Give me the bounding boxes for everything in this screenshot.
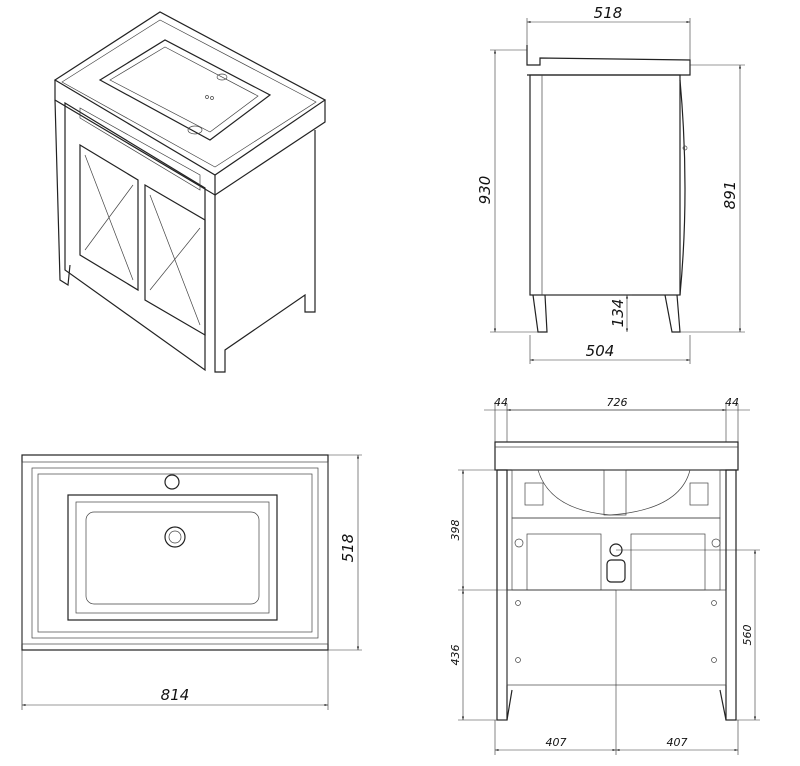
dim-side-total-height: 930 bbox=[476, 176, 494, 205]
dim-top-width: 814 bbox=[161, 686, 190, 704]
front-view: 44 726 44 398 436 560 407 407 bbox=[449, 396, 760, 755]
side-view: 518 930 891 134 504 bbox=[476, 4, 745, 364]
top-view: 518 814 bbox=[21, 454, 362, 710]
dim-side-top-width: 518 bbox=[594, 4, 623, 22]
dim-side-leg-height: 134 bbox=[609, 299, 627, 328]
dim-top-depth: 518 bbox=[339, 534, 357, 563]
dim-front-upper-height: 398 bbox=[449, 520, 462, 541]
dim-side-bottom-width: 504 bbox=[586, 342, 615, 360]
dim-front-left-half: 407 bbox=[546, 736, 567, 749]
dim-front-drain-height: 560 bbox=[741, 625, 754, 646]
dim-front-lower-height: 436 bbox=[449, 645, 462, 666]
dim-front-left-side: 44 bbox=[494, 396, 508, 409]
dim-front-right-side: 44 bbox=[725, 396, 739, 409]
dim-side-body-height: 891 bbox=[721, 181, 739, 210]
dim-front-inner-width: 726 bbox=[607, 396, 628, 409]
isometric-view bbox=[53, 11, 327, 373]
dim-front-right-half: 407 bbox=[667, 736, 688, 749]
